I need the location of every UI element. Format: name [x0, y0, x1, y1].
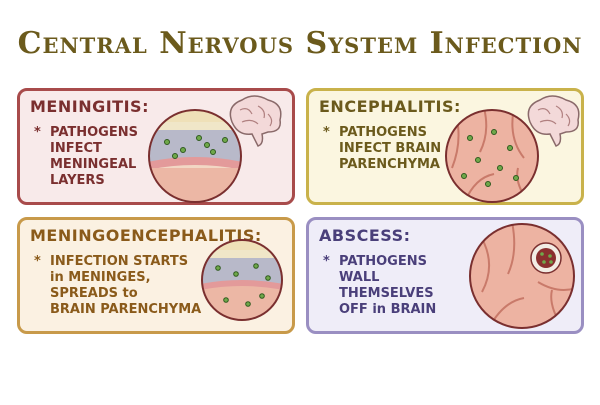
- abscess-illustration: [469, 223, 575, 329]
- encephalitis-line: PATHOGENS: [339, 125, 427, 140]
- meningitis-description: * PATHOGENS INFECT MENINGEAL LAYERS: [34, 125, 138, 189]
- brain-icon: [527, 95, 580, 147]
- abscess-line: THEMSELVES: [339, 286, 434, 301]
- bullet-star: *: [323, 125, 330, 140]
- meningitis-heading: MENINGITIS:: [30, 97, 149, 116]
- meninges-cross-section-illustration: [148, 109, 242, 203]
- bullet-star: *: [34, 254, 41, 269]
- meningoencephalitis-line: BRAIN PARENCHYMA: [50, 302, 202, 317]
- meningoencephalitis-description: * INFECTION STARTS in MENINGES, SPREADS …: [34, 254, 202, 318]
- meningitis-line: LAYERS: [50, 173, 105, 188]
- page-title: Central Nervous System Infection: [17, 26, 583, 61]
- encephalitis-heading: ENCEPHALITIS:: [319, 97, 461, 116]
- meningitis-line: INFECT: [50, 141, 102, 156]
- meningoencephalitis-line: INFECTION STARTS: [50, 254, 189, 269]
- meninges-and-parenchyma-illustration: [201, 239, 283, 321]
- brain-icon: [229, 95, 282, 147]
- encephalitis-line: INFECT BRAIN: [339, 141, 442, 156]
- encephalitis-description: * PATHOGENS INFECT BRAIN PARENCHYMA: [323, 125, 442, 173]
- abscess-description: * PATHOGENS WALL THEMSELVES OFF in BRAIN: [323, 254, 437, 318]
- meningoencephalitis-line: SPREADS to: [50, 286, 138, 301]
- brain-parenchyma-illustration: [445, 109, 539, 203]
- meningitis-line: MENINGEAL: [50, 157, 137, 172]
- bullet-star: *: [34, 125, 41, 140]
- encephalitis-line: PARENCHYMA: [339, 157, 440, 172]
- abscess-heading: ABSCESS:: [319, 226, 411, 245]
- bullet-star: *: [323, 254, 330, 269]
- meningitis-line: PATHOGENS: [50, 125, 138, 140]
- abscess-line: WALL: [339, 270, 380, 285]
- meningoencephalitis-heading: MENINGOENCEPHALITIS:: [30, 226, 262, 245]
- meningoencephalitis-line: in MENINGES,: [50, 270, 151, 285]
- abscess-line: OFF in BRAIN: [339, 302, 437, 317]
- abscess-line: PATHOGENS: [339, 254, 427, 269]
